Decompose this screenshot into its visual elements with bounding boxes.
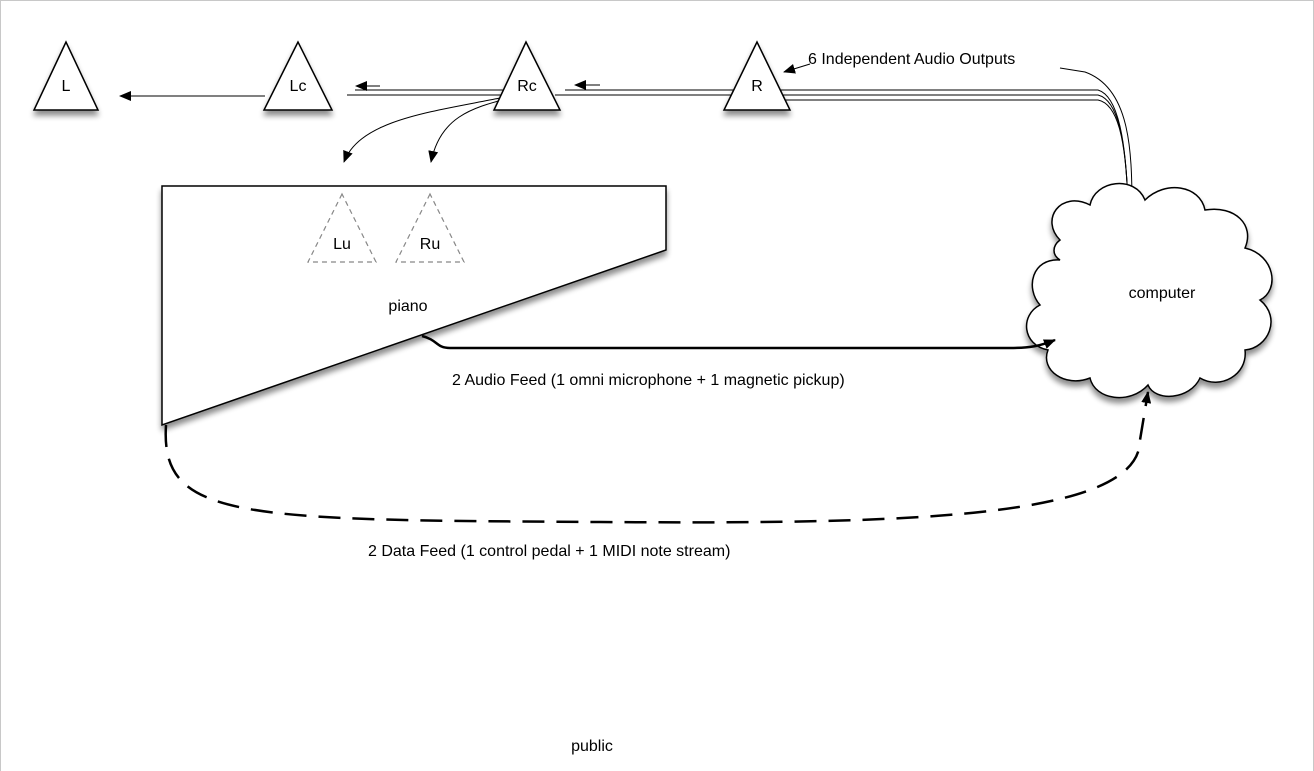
- speaker-l-triangle: [32, 40, 100, 111]
- speaker-rc-triangle: [492, 40, 562, 111]
- outputs-label-arrow: [783, 63, 811, 74]
- speaker-ru-triangle: [395, 192, 465, 263]
- output-line-1: [780, 89, 1129, 206]
- outputs-label: 6 Independent Audio Outputs: [808, 51, 1015, 68]
- piano: Lu Ru piano: [161, 185, 667, 427]
- piano-shape: [161, 185, 667, 427]
- piano-label: piano: [388, 298, 427, 315]
- speaker-l: L: [32, 40, 100, 111]
- output-line-2: [780, 94, 1129, 206]
- speaker-r-label: R: [751, 78, 763, 95]
- computer-cloud-shape: [1025, 183, 1273, 399]
- speaker-lu-label: Lu: [333, 236, 351, 253]
- speaker-lc-label: Lc: [290, 78, 307, 95]
- audio-feed-label: 2 Audio Feed (1 omni microphone + 1 magn…: [452, 372, 845, 389]
- output-arrows: [119, 63, 811, 163]
- public-label: public: [571, 738, 613, 755]
- speaker-r: R: [722, 40, 792, 111]
- speaker-lc-triangle: [262, 40, 334, 111]
- computer-label: computer: [1129, 285, 1196, 302]
- speaker-l-label: L: [62, 78, 71, 95]
- data-feed-label: 2 Data Feed (1 control pedal + 1 MIDI no…: [368, 543, 730, 560]
- computer-cloud: computer: [1025, 183, 1273, 399]
- speaker-rc-label: Rc: [517, 78, 537, 95]
- audio-feed-line: [421, 334, 1056, 350]
- data-feed-line: [164, 391, 1152, 524]
- speaker-lc: Lc: [262, 40, 334, 111]
- output-line-3: [780, 99, 1129, 206]
- speaker-ru-label: Ru: [420, 236, 440, 253]
- speaker-lu-triangle: [307, 192, 377, 263]
- speaker-r-triangle: [722, 40, 792, 111]
- rc-to-lu-arrow: [343, 97, 501, 163]
- speaker-rc: Rc: [492, 40, 562, 111]
